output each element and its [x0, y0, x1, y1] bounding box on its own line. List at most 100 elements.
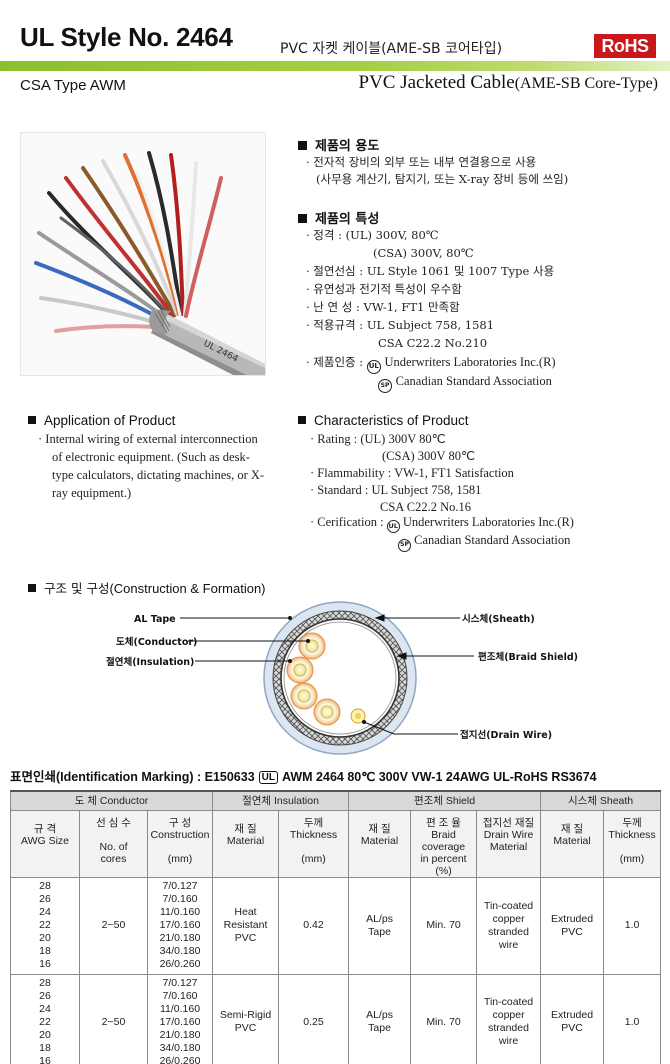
cable-product-photo: UL 2464	[20, 132, 266, 376]
awg-value: 28	[39, 976, 51, 989]
awg-value: 26	[39, 989, 51, 1002]
application-line: type calculators, dictating machines, or…	[52, 468, 265, 482]
construction-value: 21/0.180	[159, 1028, 201, 1041]
sheath-label: 시스체(Sheath)	[462, 613, 535, 625]
csa-cert-line-en: SP Canadian Standard Association	[398, 532, 570, 552]
csa-cert-name: Canadian Standard Association	[395, 374, 552, 388]
application-heading-text: Application of Product	[44, 413, 176, 428]
cell-cores: 2~50	[79, 876, 148, 975]
col-header-line: Material	[360, 834, 399, 847]
feature-line: CSA C22.2 No.210	[378, 336, 488, 350]
awg-value: 24	[39, 906, 51, 918]
cell-sheath-thickness: 1.0	[603, 876, 662, 975]
material-line: PVC	[561, 925, 583, 938]
certification-label: · 제품인증 :	[306, 355, 364, 369]
construction-value: 26/0.260	[159, 1054, 201, 1064]
characteristics-line: CSA C22.2 No.16	[380, 500, 471, 514]
construction-value: 7/0.160	[162, 989, 198, 1002]
awg-value: 16	[39, 958, 51, 970]
cable-illustration: UL 2464	[34, 151, 265, 375]
awg-value: 20	[39, 932, 51, 944]
insulated-cores	[286, 632, 341, 726]
awg-value: 22	[39, 919, 51, 931]
drain-line: stranded	[488, 925, 529, 938]
application-line: of electronic equipment. (Such as desk-	[52, 450, 250, 464]
material-line: Heat	[234, 906, 257, 918]
csa-cert-line-ko: SP Canadian Standard Association	[378, 374, 552, 393]
characteristics-line: · Flammability : VW-1, FT1 Satisfaction	[310, 466, 514, 480]
col-header-line: 재 질	[368, 822, 391, 835]
construction-value: 34/0.180	[159, 1041, 201, 1054]
material-line: AL/ps	[366, 1009, 393, 1022]
bullet-square-icon	[298, 214, 307, 223]
braid-shield-label: 편조체(Braid Shield)	[478, 651, 578, 663]
awg-value: 24	[39, 1002, 51, 1015]
application-heading: Application of Product	[28, 413, 175, 428]
ul-recognized-icon: UL	[258, 771, 279, 784]
awg-value: 26	[39, 893, 51, 905]
group-insulation: 절연체 Insulation	[212, 790, 350, 811]
drain-line: Tin-coated	[483, 996, 534, 1009]
features-heading-text: 제품의 특성	[315, 212, 380, 227]
col-header-line: Material	[489, 840, 528, 853]
cell-braid-coverage: Min. 70	[410, 973, 478, 1064]
col-header-line: (mm)	[167, 852, 193, 865]
material-line: PVC	[234, 1022, 257, 1035]
col-header-line	[605, 841, 659, 853]
construction-value: 7/0.127	[162, 880, 198, 892]
col-header-line: Construction	[150, 828, 210, 841]
construction-heading-en: (Construction & Formation)	[109, 581, 266, 596]
drain-wire-label: 접지선(Drain Wire)	[460, 729, 552, 741]
col-header-line: Material	[553, 834, 591, 847]
construction-value: 26/0.260	[159, 958, 201, 970]
bullet-square-icon	[298, 141, 307, 150]
construction-value: 21/0.180	[159, 932, 201, 944]
material-line: Tape	[368, 1022, 391, 1035]
characteristics-line: · Standard : UL Subject 758, 1581	[310, 483, 482, 497]
col-header-line: 두께	[622, 816, 642, 829]
construction-heading: 구조 및 구성(Construction & Formation)	[28, 578, 266, 597]
material-line: Extruded	[551, 1009, 594, 1022]
spec-table: 도 체 Conductor 절연체 Insulation 편조체 Shield …	[9, 790, 662, 1064]
bullet-square-icon	[298, 416, 306, 424]
material-line: PVC	[234, 932, 257, 944]
drain-line: stranded	[488, 1022, 529, 1035]
ul-cert-icon: UL	[366, 360, 381, 374]
col-header-line: Material	[226, 834, 265, 847]
material-line: AL/ps	[366, 912, 393, 925]
awg-value: 20	[39, 1028, 51, 1041]
construction-value: 34/0.180	[159, 945, 201, 957]
english-product-title: PVC Jacketed Cable(AME-SB Core-Type)	[359, 72, 658, 94]
header-accent-bar	[0, 61, 670, 71]
col-header-line: AWG Size	[20, 834, 70, 847]
col-header-line: 재 질	[560, 822, 584, 835]
cell-insulation-thickness: 0.42	[278, 876, 350, 975]
conductor-label: 도체(Conductor)	[116, 636, 197, 648]
awg-value: 18	[39, 1041, 51, 1054]
construction-value: 11/0.160	[159, 906, 201, 918]
material-line: PVC	[561, 1022, 583, 1035]
col-header-line: 편 조 율	[426, 816, 461, 829]
col-header-line: Thickness	[289, 828, 338, 841]
col-header-line: 선 심 수	[96, 816, 131, 829]
col-header-line: in percent	[420, 852, 467, 865]
marking-label: 표면인쇄(Identification Marking) : E150633	[10, 770, 255, 784]
material-line: Extruded	[551, 912, 594, 925]
certification-label: · Cerification :	[310, 515, 384, 529]
